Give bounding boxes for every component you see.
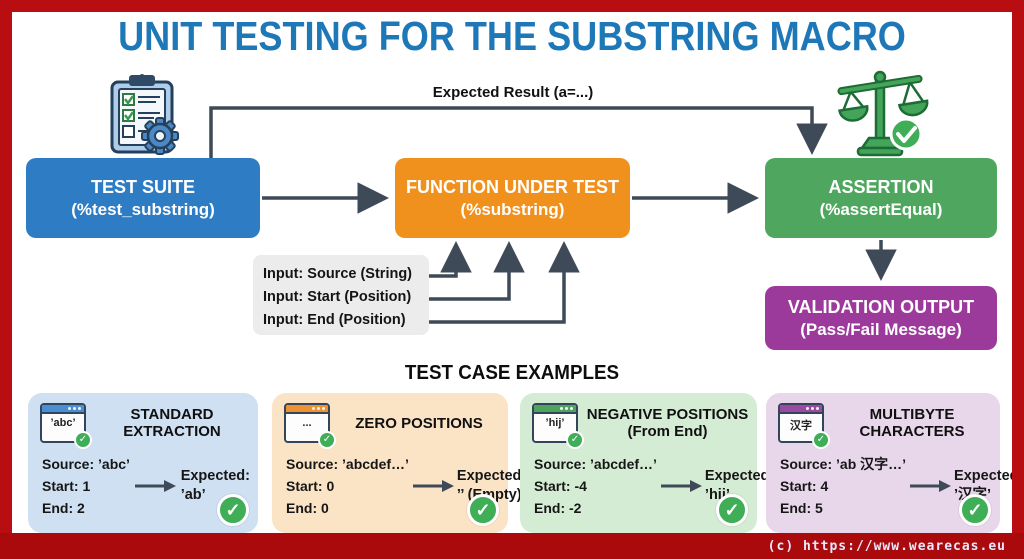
footer-bar: (c) https://www.wearecas.eu	[0, 533, 1024, 559]
card-end: End: 5	[780, 500, 823, 516]
window-titlebar	[42, 405, 84, 414]
node-function-subtitle: (%substring)	[460, 200, 565, 219]
input-end-label: Input: End (Position)	[263, 312, 406, 328]
node-validation-output: VALIDATION OUTPUT (Pass/Fail Message)	[765, 286, 997, 350]
window-icon-text: ...	[302, 417, 312, 429]
card-standard-extraction: ’abc’ ✓ STANDARD EXTRACTION Source: ’abc…	[28, 393, 258, 533]
card-source: Source: ’ab 汉字…’	[780, 456, 907, 472]
card-multibyte-characters: 汉字 ✓ MULTIBYTE CHARACTERS Source: ’ab 汉字…	[766, 393, 1023, 533]
window-titlebar	[534, 405, 576, 414]
node-assertion-subtitle: (%assertEqual)	[819, 200, 943, 219]
card-header: ... ✓ ZERO POSITIONS	[272, 393, 508, 449]
node-test-suite: TEST SUITE (%test_substring)	[26, 158, 260, 238]
check-badge-icon: ✓	[318, 431, 336, 449]
clipboard-checklist-gear-icon	[110, 74, 179, 155]
arrow-right-icon	[659, 479, 703, 493]
card-start: Start: 4	[780, 478, 829, 494]
browser-window-icon: 汉字 ✓	[778, 403, 830, 449]
test-case-examples-heading: TEST CASE EXAMPLES	[404, 362, 620, 384]
card-title-line2: EXTRACTION	[123, 423, 221, 440]
expected-label: Expected:	[954, 468, 1024, 484]
window-titlebar	[780, 405, 822, 414]
node-test-suite-title: TEST SUITE	[90, 177, 195, 197]
card-title: MULTIBYTE CHARACTERS	[832, 406, 992, 440]
frame-border-right	[1012, 0, 1024, 559]
pass-check-icon: ✓	[217, 494, 249, 526]
card-inputs: Source: ’abcdef…’ Start: -4 End: -2	[534, 453, 657, 519]
arrow-right-icon	[132, 479, 179, 493]
window-icon-text: 汉字	[790, 420, 812, 432]
card-title: STANDARD EXTRACTION	[94, 406, 250, 440]
card-start: Start: -4	[534, 478, 587, 494]
card-source: Source: ’abcdef…’	[286, 456, 409, 472]
pass-check-icon: ✓	[467, 494, 499, 526]
node-function-under-test: FUNCTION UNDER TEST (%substring)	[395, 158, 630, 238]
arrow-right-icon	[411, 479, 455, 493]
card-title-line1: ZERO POSITIONS	[355, 414, 483, 432]
card-start: Start: 1	[42, 478, 91, 494]
page-title: UNIT TESTING FOR THE SUBSTRING MACRO	[118, 13, 906, 59]
node-test-suite-subtitle: (%test_substring)	[71, 200, 215, 219]
card-expected: Expected: ’ab’	[181, 467, 256, 505]
pass-check-icon: ✓	[716, 494, 748, 526]
frame-border-top	[0, 0, 1024, 12]
card-source: Source: ’abc’	[42, 456, 130, 472]
node-validation-subtitle: (Pass/Fail Message)	[800, 320, 962, 339]
card-inputs: Source: ’ab 汉字…’ Start: 4 End: 5	[780, 453, 906, 519]
expected-label: Expected:	[704, 468, 775, 484]
card-inputs: Source: ’abc’ Start: 1 End: 2	[42, 453, 130, 519]
card-header: 汉字 ✓ MULTIBYTE CHARACTERS	[766, 393, 1000, 449]
window-icon-text: ’abc’	[50, 417, 76, 429]
card-title-line2: (From End)	[627, 423, 708, 440]
expected-value: ’ab’	[180, 487, 206, 503]
node-assertion: ASSERTION (%assertEqual)	[765, 158, 997, 238]
node-assertion-title: ASSERTION	[828, 177, 934, 197]
window-icon-text: ’hij’	[545, 417, 565, 429]
arrow-right-icon	[908, 479, 952, 493]
card-title-line1: NEGATIVE POSITIONS	[586, 406, 749, 423]
copyright-url: (c) https://www.wearecas.eu	[767, 538, 1006, 554]
inputs-legend: Input: Source (String) Input: Start (Pos…	[253, 255, 429, 335]
card-zero-positions: ... ✓ ZERO POSITIONS Source: ’abcdef…’ S…	[272, 393, 526, 533]
card-header: ’hij’ ✓ NEGATIVE POSITIONS (From End)	[520, 393, 757, 449]
card-body: Source: ’abc’ Start: 1 End: 2 Expected: …	[28, 443, 258, 519]
check-badge-icon: ✓	[812, 431, 830, 449]
card-title-line2: CHARACTERS	[859, 423, 965, 440]
node-function-title: FUNCTION UNDER TEST	[406, 177, 619, 197]
card-start: Start: 0	[286, 478, 335, 494]
browser-window-icon: ’abc’ ✓	[40, 403, 92, 449]
window-titlebar	[286, 405, 328, 414]
expected-label: Expected:	[456, 468, 527, 484]
input-source-label: Input: Source (String)	[263, 266, 413, 282]
card-end: End: 2	[42, 500, 85, 516]
balance-scale-check-icon	[837, 70, 929, 157]
pass-check-icon: ✓	[959, 494, 991, 526]
card-negative-positions: ’hij’ ✓ NEGATIVE POSITIONS (From End) So…	[520, 393, 774, 533]
card-source: Source: ’abcdef…’	[534, 456, 657, 472]
card-title: ZERO POSITIONS	[338, 415, 500, 432]
card-end: End: 0	[286, 500, 329, 516]
card-title-line1: MULTIBYTE	[869, 406, 955, 423]
browser-window-icon: ’hij’ ✓	[532, 403, 584, 449]
expected-result-label: Expected Result (a=...)	[432, 84, 594, 101]
node-validation-title: VALIDATION OUTPUT	[787, 297, 975, 317]
card-title: NEGATIVE POSITIONS (From End)	[586, 406, 749, 440]
card-inputs: Source: ’abcdef…’ Start: 0 End: 0	[286, 453, 409, 519]
card-header: ’abc’ ✓ STANDARD EXTRACTION	[28, 393, 258, 449]
check-badge-icon: ✓	[566, 431, 584, 449]
check-badge-icon: ✓	[74, 431, 92, 449]
card-end: End: -2	[534, 500, 582, 516]
input-start-label: Input: Start (Position)	[263, 289, 412, 305]
expected-label: Expected:	[180, 468, 250, 484]
frame-border-left	[0, 0, 12, 559]
card-title-line1: STANDARD	[130, 406, 214, 423]
browser-window-icon: ... ✓	[284, 403, 336, 449]
card-body: Source: ’abcdef…’ Start: -4 End: -2 Expe…	[520, 443, 774, 519]
